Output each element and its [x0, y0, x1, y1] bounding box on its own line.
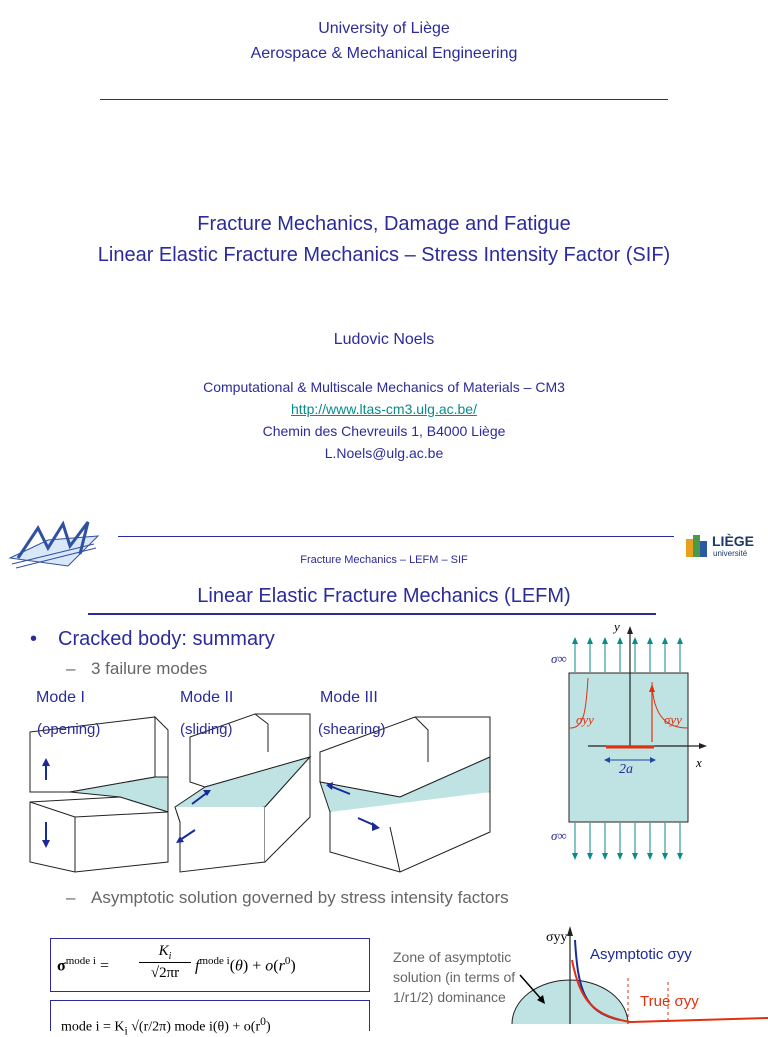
zone-label-line2: solution (in terms of [393, 969, 516, 985]
lecture-title: Linear Elastic Fracture Mechanics – Stre… [97, 244, 671, 266]
liege-logo-text: LIÈGE [712, 533, 755, 549]
liege-logo-icon [686, 535, 707, 557]
plot-axis-label: σyy [546, 930, 568, 945]
asymptotic-stress-plot [511, 926, 768, 1024]
author-name: Ludovic Noels [333, 331, 435, 348]
liege-logo: LIÈGE université [684, 531, 764, 561]
email-text: L.Noels@ulg.ac.be [324, 445, 444, 461]
mode-2-label: Mode II [180, 689, 234, 706]
plate-y-label: y [614, 619, 620, 634]
dash-marker-2: – [66, 888, 76, 907]
mode-1-desc: (opening) [37, 721, 101, 738]
top-stress-arrows [574, 642, 681, 855]
zone-label-line1: Zone of asymptotic [393, 949, 512, 965]
slide-title: Linear Elastic Fracture Mechanics (LEFM) [197, 585, 571, 607]
mode-3-label: Mode III [320, 689, 378, 706]
failure-modes-figure [29, 713, 491, 873]
lab-url-link[interactable]: http://www.ltas-cm3.ulg.ac.be/ [291, 401, 477, 417]
slide-header: Fracture Mechanics – LEFM – SIF [300, 554, 468, 566]
plate-x-label: x [696, 755, 702, 770]
slide-title-underline [88, 613, 656, 615]
mode-1-block [29, 715, 169, 873]
bullet-text: Cracked body: summary [58, 628, 275, 650]
sigma-yy-right: σyy [664, 712, 682, 727]
sigma-inf-bottom: σ∞ [551, 828, 567, 843]
mode-1-label: Mode I [36, 689, 85, 706]
department-name: Aerospace & Mechanical Engineering [250, 45, 518, 62]
sub-bullet-failure-modes: 3 failure modes [91, 659, 208, 678]
university-name: University of Liège [318, 20, 450, 37]
amm-logo-icon [8, 520, 100, 569]
mode-2-desc: (sliding) [180, 721, 233, 738]
title-divider [100, 99, 668, 100]
sigma-inf-top: σ∞ [551, 651, 567, 666]
mode-3-block [319, 716, 491, 873]
lab-name: Computational & Multiscale Mechanics of … [203, 379, 565, 395]
asymptotic-legend: Asymptotic σyy [590, 946, 692, 963]
cracked-plate-diagram [568, 626, 707, 860]
stress-field-equation: σmode i = Ki √2πr fmode i(θ) + o(r0) [50, 938, 370, 992]
true-legend: True σyy [640, 993, 699, 1010]
mode-2-block [174, 713, 312, 873]
header-line [118, 536, 674, 537]
sub-bullet-asymptotic: Asymptotic solution governed by stress i… [91, 888, 509, 907]
sigma-yy-left: σyy [576, 712, 594, 727]
displacement-equation: mode i = Ki √(r/2π) mode i(θ) + o(r0) [50, 1000, 370, 1037]
course-title: Fracture Mechanics, Damage and Fatigue [197, 213, 571, 235]
liege-logo-sub: université [713, 549, 748, 558]
bullet-marker: • [30, 628, 38, 650]
address-text: Chemin des Chevreuils 1, B4000 Liège [262, 423, 506, 439]
dash-marker: – [66, 659, 76, 678]
crack-length-label: 2a [619, 762, 633, 777]
mode-3-desc: (shearing) [318, 721, 386, 738]
zone-label-line3: 1/r1/2) dominance [393, 989, 506, 1005]
